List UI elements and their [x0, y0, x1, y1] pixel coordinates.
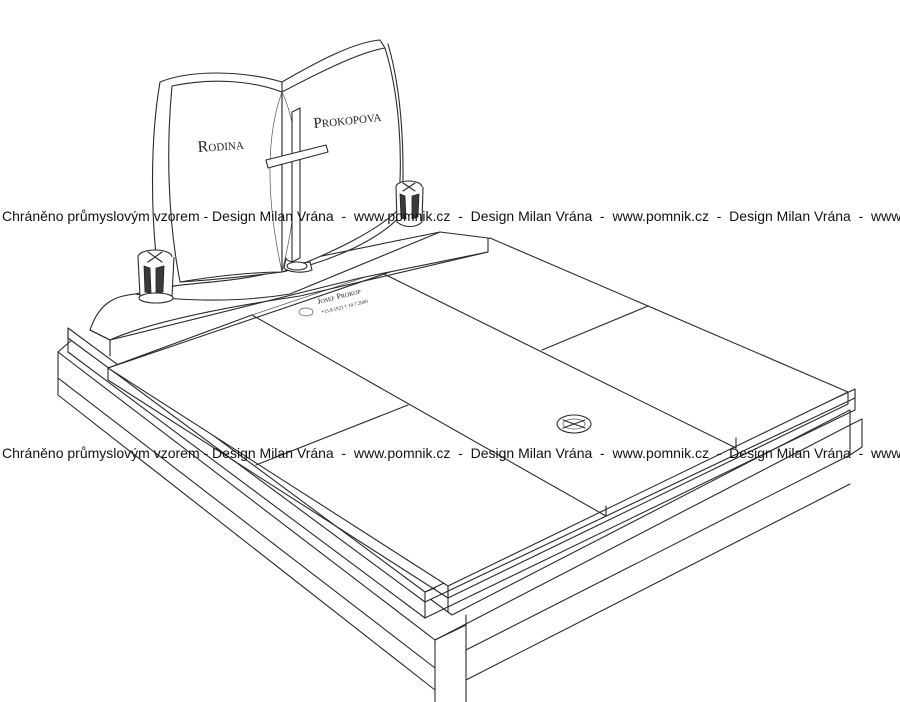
vase-right — [395, 180, 424, 228]
watermark-bottom: Chráněno průmyslovým vzorem - Design Mil… — [2, 445, 900, 461]
headstone — [151, 39, 404, 289]
watermark-top: Chráněno průmyslovým vzorem - Design Mil… — [2, 208, 900, 224]
headstone-right-text: Prokopova — [313, 109, 382, 132]
cross — [265, 107, 329, 273]
vase-left — [137, 249, 175, 304]
photo-oval — [298, 307, 314, 317]
headstone-left-text: Rodina — [197, 136, 244, 156]
candle-holder — [556, 414, 592, 434]
